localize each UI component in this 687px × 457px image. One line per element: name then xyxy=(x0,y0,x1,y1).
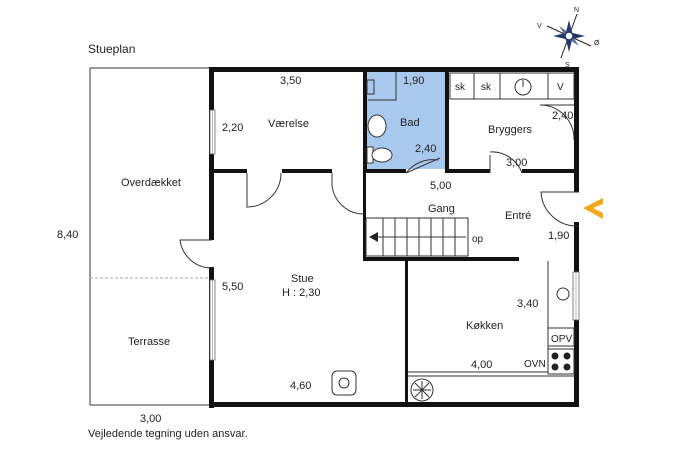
sink-icon xyxy=(367,114,387,138)
room-koekken: Køkken xyxy=(466,320,503,332)
fixture-opv: OPV xyxy=(551,334,572,345)
stairs xyxy=(365,217,469,257)
windows xyxy=(209,109,580,361)
room-gang: Gang xyxy=(428,203,455,215)
cabinet-sk-1: sk xyxy=(455,82,466,93)
washer-v: V xyxy=(557,82,564,93)
dim-total-h: 8,40 xyxy=(57,229,78,241)
compass-east: Ø xyxy=(594,40,600,47)
bathroom-fixtures xyxy=(366,79,393,164)
dim-bad-h: 2,40 xyxy=(415,143,436,155)
room-overdaekket: Overdækket xyxy=(121,177,181,189)
dim-vaerelse-w: 3,50 xyxy=(280,75,301,87)
compass-north: N xyxy=(574,7,579,14)
sink-icon xyxy=(514,78,532,96)
dim-koekken-h: 3,40 xyxy=(517,298,538,310)
dim-koekken-w: 4,00 xyxy=(471,359,492,371)
compass-icon: N V S Ø xyxy=(537,7,600,69)
compass-south: S xyxy=(565,62,570,69)
cabinet-sk-2: sk xyxy=(481,82,492,93)
kitchen-counter: OPV OVN xyxy=(408,261,575,377)
floor-heater-icon xyxy=(410,378,434,402)
sink-icon xyxy=(556,287,570,301)
bryggers-cabinets: sk sk V xyxy=(449,72,575,100)
dim-stue-w: 4,60 xyxy=(290,380,311,392)
room-stue: Stue xyxy=(291,273,314,285)
room-terrasse: Terrasse xyxy=(128,336,170,348)
compass-west: V xyxy=(537,23,542,30)
dim-gang-w: 5,00 xyxy=(430,180,451,192)
terrace-outline xyxy=(89,67,212,406)
fixture-ovn: OVN xyxy=(524,359,546,370)
dim-terrasse-w: 3,00 xyxy=(140,413,161,425)
dim-entre-h: 1,90 xyxy=(548,230,569,242)
dim-bryggers-h: 2,40 xyxy=(552,110,573,122)
room-vaerelse: Værelse xyxy=(268,118,309,130)
toilet-icon xyxy=(366,146,393,164)
fireplace-icon xyxy=(331,370,357,396)
entrance-arrow-icon xyxy=(583,198,603,219)
dim-bad-w: 1,90 xyxy=(403,75,424,87)
room-entre: Entré xyxy=(505,210,531,222)
room-bryggers: Bryggers xyxy=(488,124,533,136)
plan-title: Stueplan xyxy=(88,42,135,56)
doors xyxy=(179,72,580,269)
room-stue-height: H : 2,30 xyxy=(282,287,321,299)
footer-note: Vejledende tegning uden ansvar. xyxy=(88,428,248,440)
stove-icon xyxy=(547,348,575,375)
dim-stue-h: 5,50 xyxy=(222,281,243,293)
stairs-op-label: op xyxy=(472,234,484,245)
dim-bryggers-w: 3,00 xyxy=(506,157,527,169)
dim-vaerelse-h: 2,20 xyxy=(222,122,243,134)
room-bad: Bad xyxy=(400,117,420,129)
